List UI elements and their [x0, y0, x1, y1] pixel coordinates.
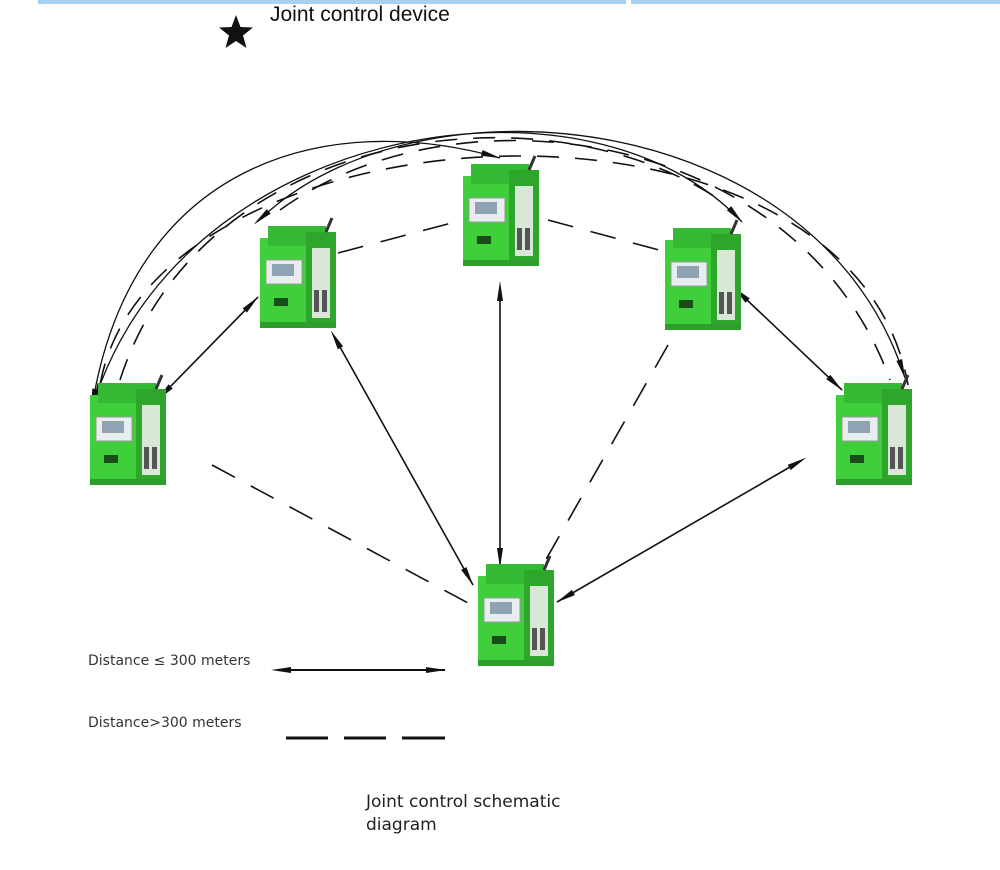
welding-machine-icon	[834, 373, 914, 487]
legend-label-far: Distance>300 meters	[88, 715, 242, 731]
link-dashed-left-top	[337, 219, 464, 254]
link-arc-left-farright	[253, 130, 906, 379]
top-bar-left	[38, 0, 626, 4]
welding-machine-icon	[461, 154, 541, 268]
link-dashed-top-right	[547, 219, 671, 254]
welding-machine-icon	[663, 218, 743, 332]
caption-line-1: Joint control schematic	[366, 792, 561, 812]
welding-machine-icon	[476, 554, 556, 668]
link-dashed-arc-inner-left	[119, 136, 721, 381]
link-dashed-farleft-bottom	[211, 464, 469, 604]
diagram-caption: Joint control schematic diagram	[366, 791, 606, 837]
diagram-title: Joint control device	[270, 3, 450, 26]
link-left-bottom	[330, 330, 474, 586]
link-farleft-left	[156, 296, 259, 401]
link-dashed-right-bottom	[539, 344, 669, 571]
welding-machine-icon	[88, 373, 168, 487]
top-bar-right	[631, 0, 1000, 4]
legend-label-near: Distance ≤ 300 meters	[88, 653, 251, 669]
link-dashed-arc-inner-right	[279, 139, 891, 381]
link-right-farright	[733, 286, 843, 391]
welding-machine-icon	[258, 216, 338, 330]
link-farright-bottom	[556, 457, 807, 603]
link-arc-farleft-right	[93, 131, 743, 403]
star-icon	[219, 15, 253, 48]
caption-line-2: diagram	[366, 815, 437, 835]
